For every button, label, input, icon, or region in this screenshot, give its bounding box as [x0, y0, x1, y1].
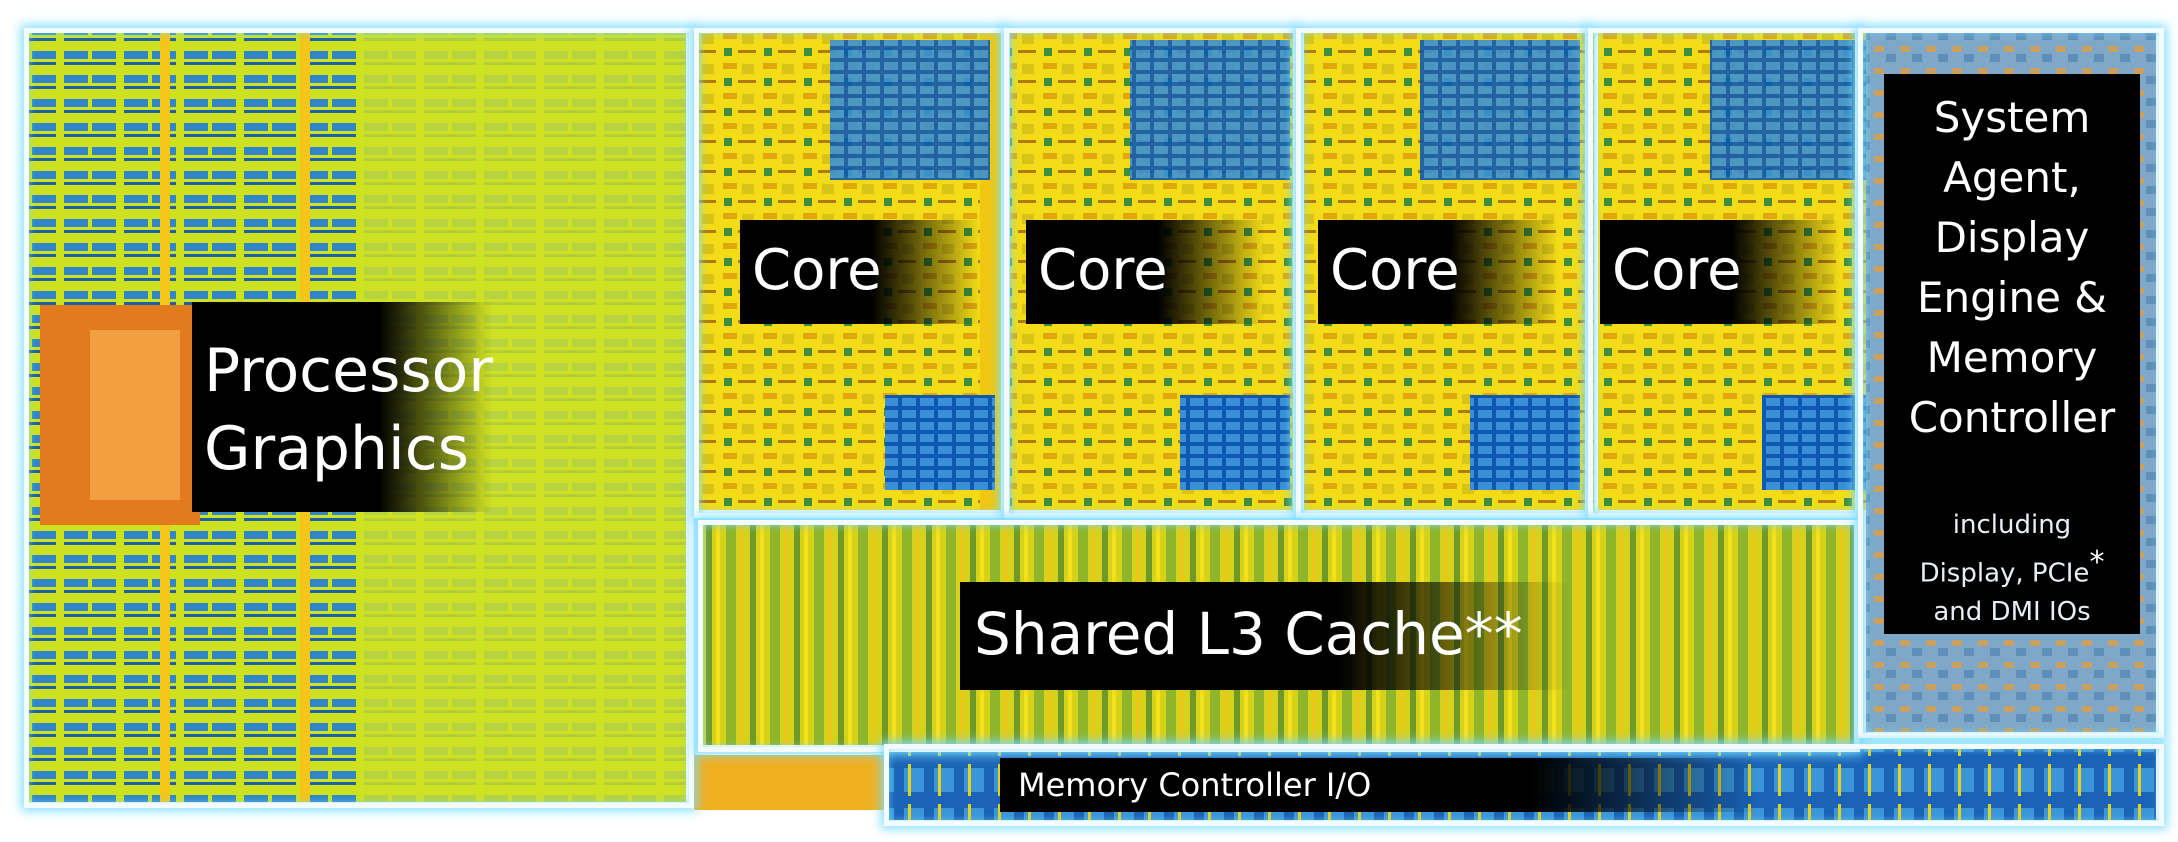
- processor-graphics-label-line1: Processor: [204, 336, 493, 406]
- processor-graphics-label-box: [192, 302, 492, 512]
- system-agent-line-4: Engine &: [1916, 273, 2108, 322]
- system-agent-line-5: Memory: [1926, 333, 2098, 382]
- core-label-box-3: [1318, 220, 1558, 324]
- system-agent-note-line-3: and DMI IOs: [1933, 596, 2091, 627]
- core-region-3: [1296, 28, 1590, 518]
- system-agent-note-line-1: including: [1952, 510, 2072, 540]
- pcie-footnote-star: *: [2089, 545, 2105, 580]
- l3-cache-label-box: [960, 582, 1570, 690]
- l3-cache-region: [698, 520, 1860, 752]
- core-label-2: Core: [1038, 238, 1168, 303]
- system-agent-line-3: Display: [1934, 213, 2090, 262]
- core-label-box-4: [1600, 220, 1840, 324]
- core-label-4: Core: [1612, 238, 1742, 303]
- processor-graphics-label-line2: Graphics: [204, 414, 469, 484]
- system-agent-line-6: Controller: [1908, 393, 2116, 442]
- core-region-2: [1004, 28, 1298, 518]
- memory-io-label-box: [1000, 758, 1760, 812]
- core-region-4: [1588, 28, 1860, 518]
- memory-io-label: Memory Controller I/O: [1018, 766, 1372, 804]
- system-agent-region: [1858, 28, 2164, 738]
- core-label-3: Core: [1330, 238, 1460, 303]
- system-agent-line-1: System: [1933, 93, 2091, 142]
- system-agent-line-2: Agent,: [1943, 153, 2081, 202]
- core-label-1: Core: [752, 238, 882, 303]
- system-agent-note-line-2-text: Display, PCIe: [1919, 558, 2090, 589]
- processor-graphics-region: [24, 28, 694, 808]
- core-label-box-1: [740, 220, 980, 324]
- system-agent-label-box: [1884, 74, 2140, 634]
- system-agent-note: including Display, PCIe* and DMI IOs: [1876, 506, 2148, 631]
- system-agent-label: System Agent, Display Engine & Memory Co…: [1884, 88, 2140, 448]
- l3-cache-label: Shared L3 Cache**: [974, 600, 1523, 668]
- core-region-1: [694, 28, 1006, 518]
- core-label-box-2: [1026, 220, 1266, 324]
- memory-io-region: [884, 744, 2164, 826]
- system-agent-note-line-2: Display, PCIe*: [1876, 544, 2148, 593]
